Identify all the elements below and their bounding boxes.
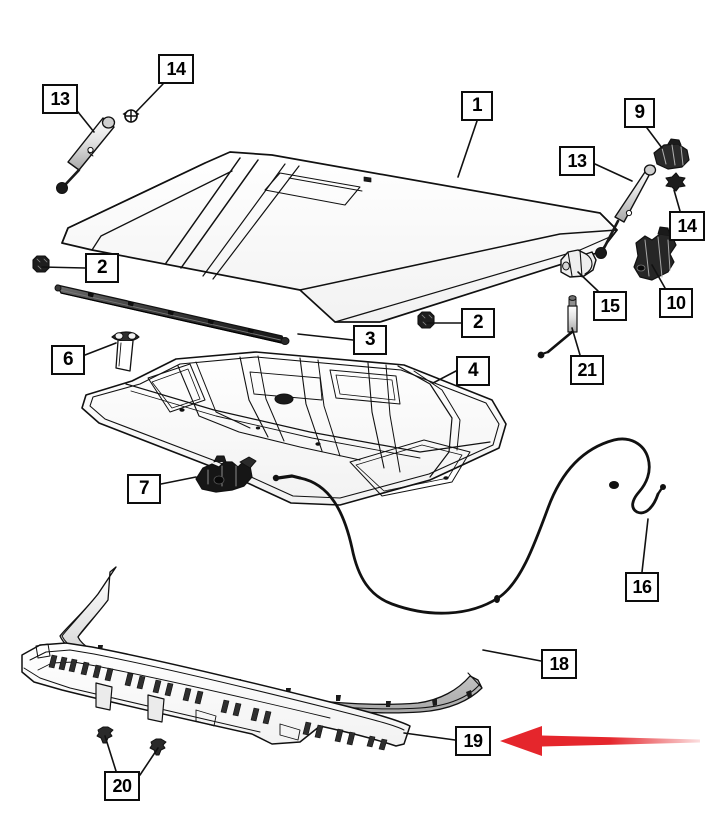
callout-push-pin-retainer-clips[interactable]: 20: [104, 771, 140, 801]
callout-hinge-retainer-clip-left[interactable]: 14: [158, 54, 194, 84]
leader-line-6: [84, 342, 117, 356]
callout-hood-release-cable[interactable]: 16: [625, 572, 659, 602]
leader-lines: [41, 83, 681, 776]
callout-hood-front-seal-reinforcement[interactable]: 19: [455, 726, 491, 756]
leader-line-18: [482, 649, 542, 662]
callout-hood-lift-gas-strut-left[interactable]: 13: [42, 84, 78, 114]
callout-hood-inner-panel[interactable]: 4: [456, 356, 490, 386]
hood-front-seal-reinforcement-art: [21, 642, 411, 751]
leader-line-20: [104, 735, 117, 772]
leader-line-21: [571, 327, 581, 356]
callout-hood-latch-assembly[interactable]: 7: [127, 474, 161, 504]
leader-line-13: [77, 111, 95, 133]
leader-line-14: [673, 189, 681, 212]
hood-bumper-stop-upper-art: [32, 255, 50, 273]
gas-strut-left-art: [56, 116, 116, 194]
callout-hood-insulation-retainer-clip[interactable]: 6: [51, 345, 85, 375]
leader-line-14: [135, 83, 164, 113]
callout-hood-prop-rod[interactable]: 21: [570, 355, 604, 385]
hinge-ball-stud-bracket-art: [653, 138, 690, 170]
callout-hinge-ball-stud-bracket[interactable]: 9: [624, 98, 655, 128]
callout-hood-front-weatherstrip-seal[interactable]: 3: [353, 325, 387, 355]
callout-hood-bumper-stop-upper-left[interactable]: 2: [85, 253, 119, 283]
retainer-clip-left-art: [122, 109, 140, 123]
callout-hood-prop-rod-socket[interactable]: 15: [593, 291, 627, 321]
hood-front-weatherstrip-art: [54, 284, 290, 345]
leader-line-19: [403, 732, 456, 741]
hood-outer-panel-art: [61, 151, 618, 323]
hood-latch-assembly-art: [195, 455, 257, 493]
red-pointer-arrow: [500, 726, 700, 756]
retainer-clip-right-art: [665, 172, 686, 192]
hood-hinge-right-art: [633, 226, 677, 281]
leader-line-4: [432, 370, 457, 384]
gas-strut-right-art: [595, 164, 657, 259]
push-pin-clip-left-art: [96, 726, 114, 744]
callout-hood-lift-gas-strut-right[interactable]: 13: [559, 146, 595, 176]
callout-hood-outer-panel[interactable]: 1: [461, 91, 493, 121]
leader-line-9: [646, 127, 663, 149]
red-pointer-arrow-shape: [500, 726, 700, 756]
prop-rod-socket-art: [560, 249, 597, 278]
insulation-retainer-clip-art: [111, 331, 140, 372]
callout-hinge-retainer-clip-right[interactable]: 14: [669, 211, 705, 241]
callout-hood-bumper-stop-lower[interactable]: 2: [461, 308, 495, 338]
hood-prop-rod-art: [537, 295, 578, 359]
leader-line-20: [139, 747, 159, 776]
leader-line-7: [160, 476, 197, 485]
leader-line-3: [297, 333, 354, 341]
push-pin-clip-right-art: [149, 738, 167, 756]
leader-line-2: [41, 266, 86, 269]
leader-line-1: [457, 120, 478, 178]
leader-line-16: [641, 518, 649, 573]
leader-line-10: [651, 264, 666, 289]
callout-hood-hinge-right[interactable]: 10: [659, 288, 693, 318]
hood-inner-panel-art: [81, 351, 507, 506]
callout-hood-rear-seal-strip[interactable]: 18: [541, 649, 577, 679]
hood-release-cable-art: [272, 437, 666, 615]
leader-line-13: [594, 163, 633, 182]
hood-bumper-stop-lower-art: [417, 311, 435, 329]
leader-line-15: [577, 271, 599, 292]
